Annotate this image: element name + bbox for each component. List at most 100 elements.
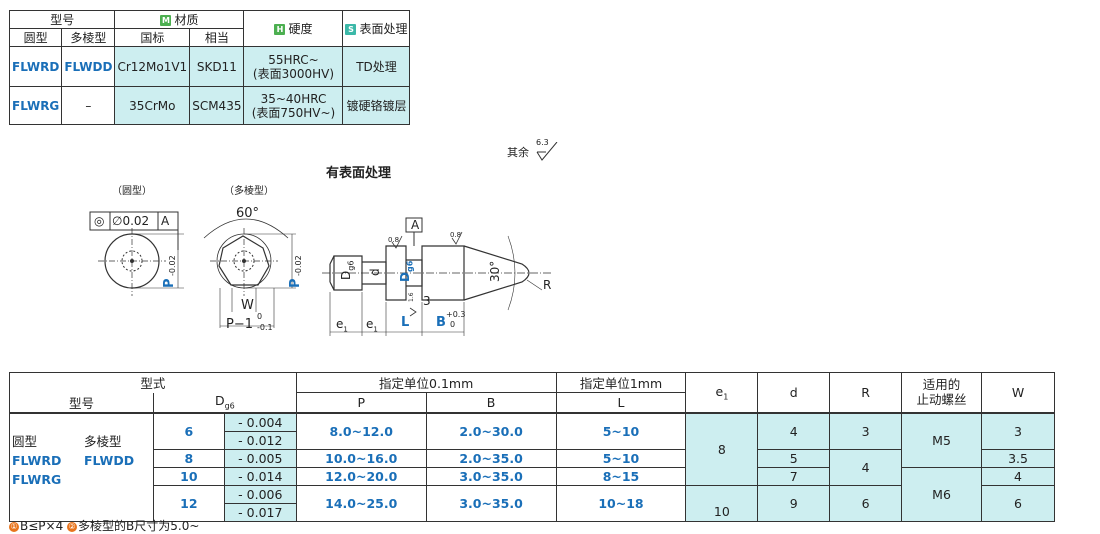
w-10: 4 bbox=[981, 466, 1055, 486]
dim-w: W bbox=[241, 298, 254, 313]
tol-p-round: -0.02 bbox=[168, 255, 177, 276]
datum-a-side: A bbox=[411, 218, 420, 232]
header-w: W bbox=[981, 372, 1055, 414]
header-screw: 适用的止动螺丝 bbox=[901, 372, 983, 414]
tol-6-a: - 0.004 bbox=[223, 412, 297, 432]
header-gb: 国标 bbox=[114, 28, 191, 47]
row2-hardness: 35~40HRC(表面750HV~) bbox=[243, 86, 344, 125]
d-6: 6 bbox=[152, 412, 225, 450]
row1-surface: TD处理 bbox=[342, 46, 411, 87]
technical-drawing: 其余 6.3 有表面处理 （圆型） （多棱型） ◎ ∅0.02 A P -0.0… bbox=[0, 130, 1100, 370]
header-d: d bbox=[757, 372, 831, 414]
rough-08-b: 0.8 bbox=[450, 231, 462, 239]
label-multi: （多棱型） bbox=[224, 186, 274, 197]
header-model: 型号 bbox=[8, 10, 116, 29]
dim-r: R bbox=[543, 278, 552, 292]
note1-text: B≤P×4 bbox=[20, 519, 64, 533]
dim-d-g6-blue: Dg6 bbox=[398, 260, 415, 282]
d-8: 8 bbox=[152, 448, 225, 468]
l-6: 5~10 bbox=[555, 412, 687, 450]
dimension-table: 型式 指定单位0.1mm 指定单位1mm e1 d R 适用的止动螺丝 W 型号… bbox=[9, 372, 1055, 522]
tol-b-up: +0.3 bbox=[446, 310, 466, 319]
m-badge-icon: M bbox=[160, 15, 172, 26]
d-small-12: 9 bbox=[757, 484, 831, 522]
concentricity-icon: ◎ bbox=[94, 214, 105, 228]
dim-p-round: P bbox=[162, 278, 177, 288]
header-b: B bbox=[425, 392, 557, 414]
l-8: 5~10 bbox=[555, 448, 687, 468]
screw-m5: M5 bbox=[901, 412, 983, 468]
datum-label: A bbox=[161, 214, 170, 228]
e1-10: 10 bbox=[685, 484, 759, 522]
row2-round: FLWRG bbox=[8, 86, 63, 125]
d-small-6: 4 bbox=[757, 412, 831, 450]
tol-10: - 0.014 bbox=[223, 466, 297, 486]
dim-p1: P−1 bbox=[226, 317, 254, 332]
tol-12-b: - 0.017 bbox=[223, 502, 297, 522]
header-equiv: 相当 bbox=[189, 28, 245, 47]
r-4: 4 bbox=[829, 448, 903, 486]
angle-30: 30° bbox=[488, 260, 502, 282]
tol-p1-up: 0 bbox=[257, 312, 263, 321]
b-12: 3.0~35.0 bbox=[425, 484, 557, 522]
note2-marker-icon: ② bbox=[67, 521, 78, 532]
row2-gb: 35CrMo bbox=[114, 86, 191, 125]
w-12: 6 bbox=[981, 484, 1055, 522]
screw-m6: M6 bbox=[901, 466, 983, 522]
side-view bbox=[322, 217, 552, 336]
tol-p-multi: -0.02 bbox=[294, 255, 303, 276]
header-d-g6: Dg6 bbox=[152, 392, 297, 414]
roughness-symbol-icon bbox=[536, 142, 558, 161]
p-6: 8.0~12.0 bbox=[295, 412, 427, 450]
header-round: 圆型 bbox=[8, 28, 63, 47]
row2-surface: 镀硬铬镀层 bbox=[342, 86, 411, 125]
tol-p1-low: -0.1 bbox=[257, 323, 273, 332]
r-12: 6 bbox=[829, 484, 903, 522]
row2-equiv: SCM435 bbox=[189, 86, 245, 125]
row1-gb: Cr12Mo1V1 bbox=[114, 46, 191, 87]
header-e1: e1 bbox=[685, 372, 759, 414]
rough-16: 1.6 bbox=[408, 292, 415, 302]
b-8: 2.0~35.0 bbox=[425, 448, 557, 468]
tol-6-b: - 0.012 bbox=[223, 430, 297, 450]
e1-8: 8 bbox=[685, 412, 759, 486]
label-round: （圆型） bbox=[112, 186, 152, 197]
note1-marker-icon: ① bbox=[9, 521, 19, 532]
header-l: L bbox=[555, 392, 687, 414]
tol-8: - 0.005 bbox=[223, 448, 297, 468]
dim-3: 3 bbox=[423, 294, 431, 308]
header-multi: 多棱型 bbox=[61, 28, 116, 47]
tol-12-a: - 0.006 bbox=[223, 484, 297, 504]
row1-multi: FLWDD bbox=[61, 46, 116, 87]
b-6: 2.0~30.0 bbox=[425, 412, 557, 450]
angle-60: 60° bbox=[236, 206, 260, 221]
d-12: 12 bbox=[152, 484, 225, 522]
dim-e1-a: e1 bbox=[336, 317, 348, 334]
w-8: 3.5 bbox=[981, 448, 1055, 468]
dim-p-multi: P bbox=[288, 278, 303, 288]
header-p: P bbox=[295, 392, 427, 414]
row1-equiv: SKD11 bbox=[189, 46, 245, 87]
rough-08-a: 0.8 bbox=[388, 236, 400, 244]
drawing-title: 有表面处理 bbox=[326, 166, 392, 181]
multi-front-view bbox=[203, 218, 296, 328]
b-10: 3.0~35.0 bbox=[425, 466, 557, 486]
dim-l: L bbox=[401, 315, 410, 330]
row2-multi: – bbox=[61, 86, 116, 125]
header-r: R bbox=[829, 372, 903, 414]
r-6: 3 bbox=[829, 412, 903, 450]
note2-text: 多棱型的B尺寸为5.0~ bbox=[78, 519, 200, 533]
l-10: 8~15 bbox=[555, 466, 687, 486]
header-unit-1: 指定单位1mm bbox=[555, 372, 687, 393]
round-front-view bbox=[89, 211, 184, 296]
h-badge-icon: H bbox=[274, 24, 286, 35]
header-unit-01: 指定单位0.1mm bbox=[295, 372, 557, 393]
tolerance-value: ∅0.02 bbox=[112, 214, 150, 228]
d-small-8: 5 bbox=[757, 448, 831, 468]
l-12: 10~18 bbox=[555, 484, 687, 522]
